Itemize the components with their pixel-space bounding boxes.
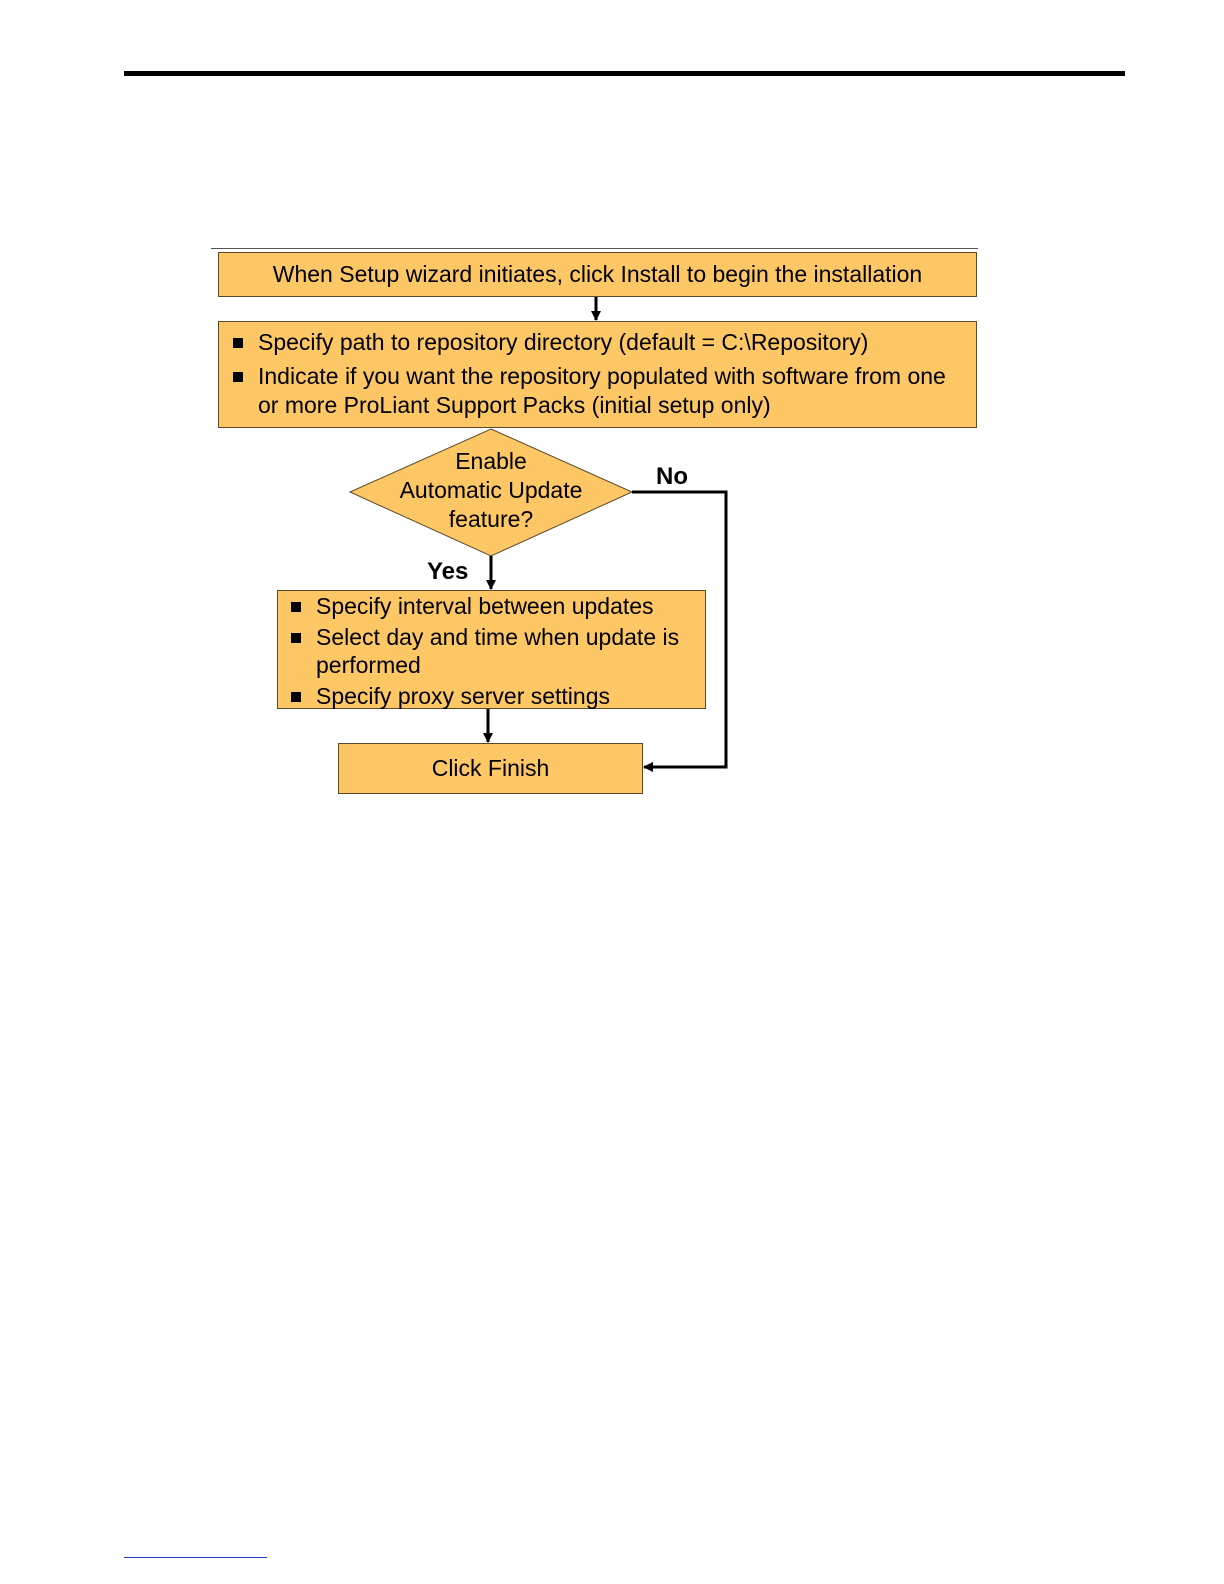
list-item: Indicate if you want the repository popu… <box>231 362 960 420</box>
auto-update-bullet-list: Specify interval between updates Select … <box>289 592 695 710</box>
square-bullet-icon <box>233 338 243 348</box>
diagram-top-rule <box>211 248 978 249</box>
branch-label-yes: Yes <box>427 558 469 585</box>
step-repository: Specify path to repository directory (de… <box>218 321 977 428</box>
arrow-decision-no <box>632 490 728 772</box>
repository-bullet-list: Specify path to repository directory (de… <box>231 328 960 419</box>
header-rule <box>124 71 1125 76</box>
square-bullet-icon <box>291 692 301 703</box>
step-finish-text: Click Finish <box>431 755 550 782</box>
branch-label-no: No <box>656 463 688 490</box>
list-item: Select day and time when update is perfo… <box>289 623 695 679</box>
footer-link-underline <box>124 1557 267 1558</box>
step-install-text: When Setup wizard initiates, click Insta… <box>272 261 923 288</box>
decision-label: Enable Automatic Update feature? <box>399 448 583 532</box>
square-bullet-icon <box>291 633 301 644</box>
list-item: Specify path to repository directory (de… <box>231 328 960 357</box>
list-item: Specify proxy server settings <box>289 682 695 710</box>
square-bullet-icon <box>291 602 301 612</box>
square-bullet-icon <box>233 371 243 382</box>
step-finish: Click Finish <box>338 743 643 794</box>
list-item: Specify interval between updates <box>289 592 695 620</box>
step-auto-update: Specify interval between updates Select … <box>277 590 706 709</box>
step-install: When Setup wizard initiates, click Insta… <box>218 252 977 297</box>
